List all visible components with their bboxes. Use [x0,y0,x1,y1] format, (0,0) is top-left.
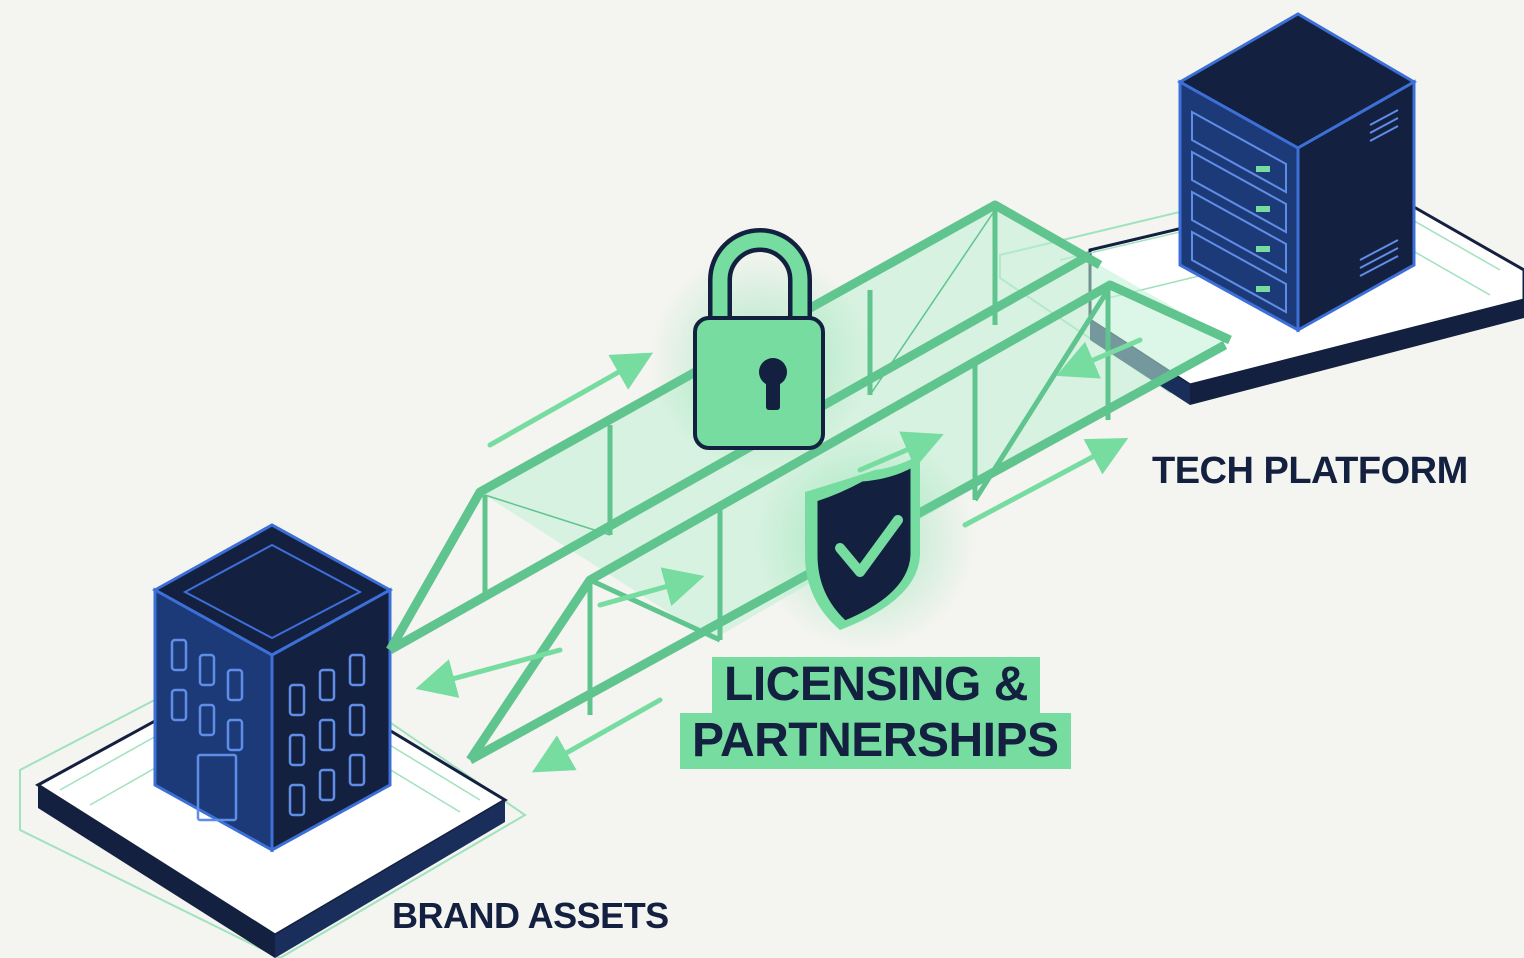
flow-arrow-icon [415,337,1143,773]
licensing-label-line-2: PARTNERSHIPS [680,713,1071,769]
licensing-label: LICENSING & PARTNERSHIPS [680,657,1110,769]
tech-platform-label: TECH PLATFORM [1152,450,1468,492]
brand-assets-label: BRAND ASSETS [392,895,669,936]
padlock-icon [650,228,870,470]
shield-check-icon [755,430,975,650]
building-icon [151,523,394,853]
licensing-label-line-1: LICENSING & [712,657,1040,713]
server-icon [1176,12,1417,333]
